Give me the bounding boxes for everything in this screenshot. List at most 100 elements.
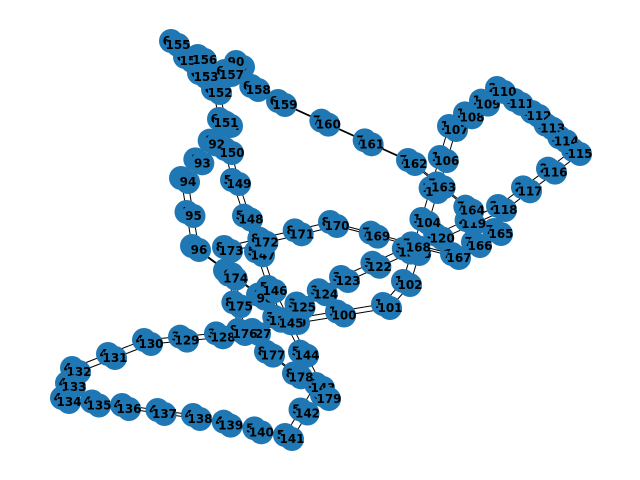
node-circle	[223, 266, 248, 291]
node-circle	[468, 234, 492, 258]
node-135: 135	[86, 393, 112, 418]
node-142: 142	[295, 401, 320, 426]
node-circle	[166, 33, 190, 57]
node-label: 118	[492, 203, 517, 217]
node-circle	[117, 397, 141, 421]
node-circle	[416, 211, 441, 235]
node-circle	[219, 63, 244, 87]
node-139: 139	[218, 413, 243, 438]
node-label: 170	[324, 219, 349, 233]
node-circle	[444, 118, 468, 142]
node-label: 173	[218, 244, 243, 258]
node-label: 149	[226, 177, 251, 191]
node-circle	[460, 198, 485, 223]
node-101: 101	[377, 296, 403, 320]
node-label: 115	[567, 147, 592, 161]
node-label: 162	[402, 157, 427, 171]
node-138: 138	[187, 407, 213, 431]
node-159: 159	[272, 93, 298, 117]
node-circle	[273, 93, 297, 117]
node-164: 164	[460, 198, 485, 223]
node-circle	[176, 170, 200, 194]
node-label: 107	[443, 123, 468, 137]
node-circle	[289, 365, 313, 390]
node-circle	[403, 152, 427, 176]
node-label: 134	[56, 395, 81, 409]
node-circle	[316, 112, 341, 137]
node-label: 102	[397, 278, 422, 292]
node-label: 167	[446, 251, 471, 265]
node-label: 160	[316, 118, 341, 132]
node-circle	[476, 92, 500, 117]
node-label: 104	[416, 216, 441, 230]
node-155: 155	[165, 33, 191, 57]
node-label: 151	[213, 116, 238, 130]
node-label: 129	[174, 334, 199, 348]
node-label: 109	[475, 98, 500, 112]
node-label: 174	[223, 272, 248, 286]
node-label: 135	[86, 399, 111, 413]
node-122: 122	[367, 254, 392, 279]
node-150: 150	[219, 141, 245, 165]
node-label: 164	[460, 204, 485, 218]
node-label: 141	[279, 432, 304, 446]
node-label: 137	[152, 407, 177, 421]
node-label: 128	[210, 330, 235, 344]
node-94: 94	[176, 170, 200, 194]
node-106: 106	[434, 149, 459, 173]
node-circle	[261, 343, 285, 368]
node-116: 116	[542, 160, 568, 185]
node-label: 155	[165, 38, 190, 52]
node-circle	[233, 322, 257, 346]
node-label: 101	[377, 301, 402, 315]
node-circle	[181, 204, 206, 228]
node-circle	[518, 179, 542, 204]
node-178: 178	[288, 365, 314, 390]
node-140: 140	[249, 420, 274, 445]
node-124: 124	[313, 282, 338, 307]
node-label: 159	[272, 98, 297, 112]
node-134: 134	[56, 390, 82, 414]
node-label: 171	[289, 227, 314, 241]
node-144: 144	[294, 343, 320, 368]
node-136: 136	[116, 397, 142, 421]
node-176: 176	[232, 322, 258, 346]
node-circle	[188, 407, 212, 431]
node-circle	[431, 175, 456, 200]
node-circle	[208, 81, 232, 105]
node-label: 108	[459, 110, 484, 124]
node-141: 141	[279, 427, 305, 451]
node-label: 92	[208, 138, 225, 152]
node-label: 153	[193, 70, 218, 84]
node-107: 107	[443, 118, 469, 142]
node-label: 165	[488, 227, 513, 241]
node-160: 160	[316, 112, 341, 137]
node-circle	[152, 402, 177, 426]
node-circle	[228, 294, 253, 319]
node-circle	[313, 282, 338, 307]
node-circle	[263, 279, 287, 303]
node-102: 102	[397, 273, 423, 297]
node-168: 168	[406, 235, 431, 260]
node-157: 157	[219, 63, 244, 87]
node-label: 157	[219, 68, 244, 82]
node-174: 174	[223, 266, 248, 291]
node-118: 118	[492, 198, 518, 222]
node-label: 125	[291, 301, 316, 315]
node-173: 173	[218, 239, 244, 263]
node-circle	[249, 420, 274, 445]
node-label: 122	[367, 260, 392, 274]
node-circle	[509, 92, 534, 116]
node-label: 163	[431, 180, 456, 194]
node-label: 176	[232, 327, 257, 341]
node-label: 145	[278, 316, 303, 330]
node-137: 137	[152, 402, 177, 426]
node-circle	[220, 141, 244, 165]
node-label: 178	[288, 370, 313, 384]
node-label: 94	[180, 175, 197, 189]
node-label: 123	[335, 274, 360, 288]
node-152: 152	[207, 81, 233, 105]
node-label: 150	[219, 146, 244, 160]
node-circle	[57, 390, 81, 414]
